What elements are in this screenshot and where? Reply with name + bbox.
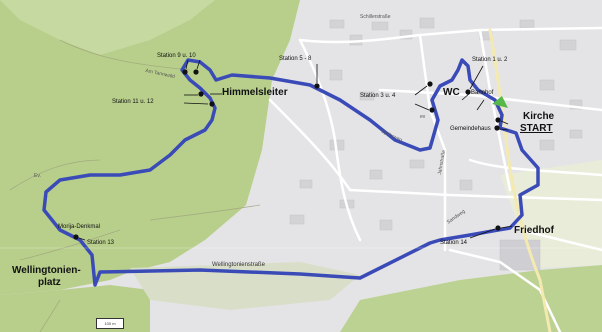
label-friedhof: Friedhof xyxy=(514,225,554,236)
label-wellingtonienstrasse: Wellingtonienstraße xyxy=(212,262,265,268)
label-himmelsleiter: Himmelsleiter xyxy=(222,87,288,98)
station-dot-14 xyxy=(495,225,501,231)
station-dot-9-10b xyxy=(193,69,199,75)
station-dot-5-8 xyxy=(314,83,320,89)
label-wellingtonienplatz-2: platz xyxy=(38,277,61,288)
station-dot-1-2 xyxy=(465,89,471,95)
station-dot-13 xyxy=(73,234,79,240)
label-wc: WC xyxy=(443,87,460,98)
label-station-1-2: Station 1 u. 2 xyxy=(472,57,508,63)
hiking-route xyxy=(42,58,540,287)
station-dot-11-12b xyxy=(209,101,215,107)
label-station-13: Station 13 xyxy=(87,240,115,246)
label-morija-denkmal: Morija-Denkmal xyxy=(58,224,101,230)
label-bahnhof: Bahnhof xyxy=(471,90,494,96)
forest-area-bottom-right xyxy=(340,265,602,332)
label-station-9-10: Station 9 u. 10 xyxy=(157,53,196,59)
meadow-area xyxy=(500,160,602,268)
label-wellingtonienplatz-1: Wellingtonien- xyxy=(12,265,81,276)
paths xyxy=(9,39,261,332)
label-station-14: Station 14 xyxy=(440,240,468,246)
label-schillerstrasse: Schillerstraße xyxy=(360,14,391,20)
station-dot-11-12 xyxy=(198,91,204,97)
label-gemeindehaus: Gemeindehaus xyxy=(450,126,491,132)
label-station-3-4: Station 3 u. 4 xyxy=(360,93,396,99)
station-dot-3-4b xyxy=(429,107,435,113)
main-road xyxy=(488,28,552,332)
start-marker xyxy=(492,96,508,108)
label-station-5-8: Station 5 - 8 xyxy=(279,56,312,62)
pointer-arrows xyxy=(78,59,513,241)
forest-light-area xyxy=(0,0,215,55)
station-dot-kirche xyxy=(494,125,500,131)
buildings xyxy=(289,17,583,271)
label-ev: ev xyxy=(420,114,426,120)
station-dot-9-10 xyxy=(182,69,188,75)
streets xyxy=(268,26,602,332)
station-dot-3-4 xyxy=(427,81,433,87)
label-station-11-12: Station 11 u. 12 xyxy=(112,99,154,105)
label-kirche: Kirche xyxy=(523,111,555,122)
scale-bar: 100 m xyxy=(96,318,124,329)
station-dot-gemeindehaus xyxy=(495,117,501,123)
label-ev-road: Ev. xyxy=(34,173,41,179)
label-start: START xyxy=(520,123,553,134)
forest-area xyxy=(0,0,300,295)
